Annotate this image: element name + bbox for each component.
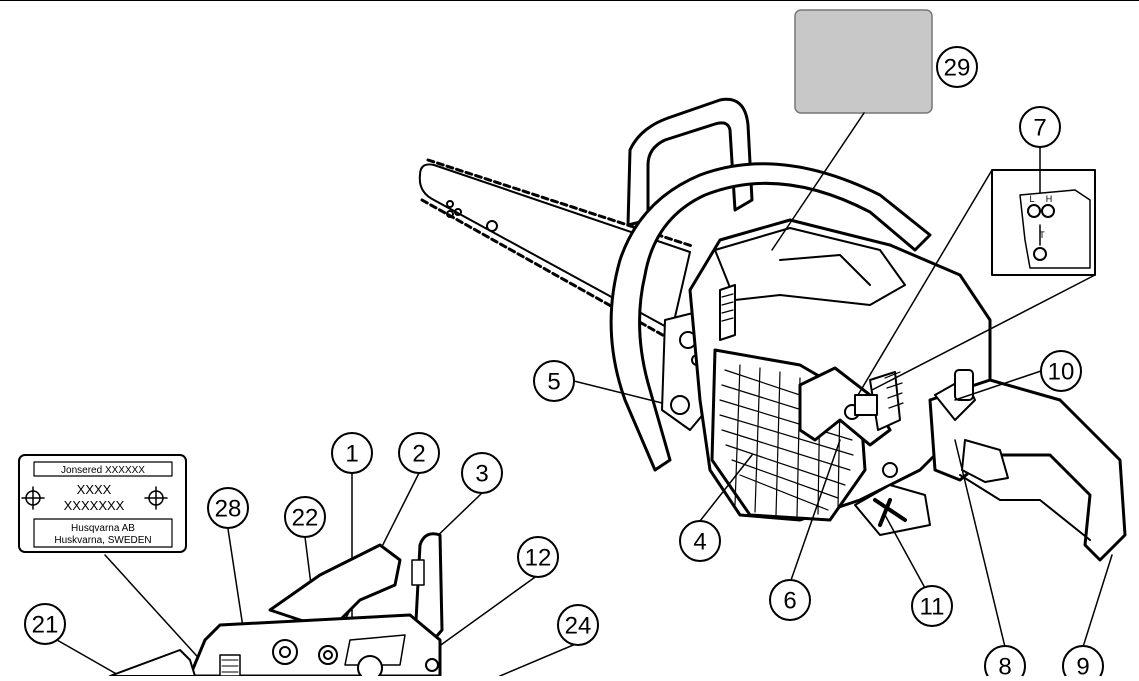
plate-code-line-2: XXXXXXX <box>64 498 125 513</box>
throttle-lock <box>954 369 974 401</box>
plate-maker-line-1: Husqvarna AB <box>71 523 135 534</box>
callout-circle <box>284 496 326 538</box>
callout-number: 9 <box>1076 654 1089 677</box>
screw-l-label: L <box>1029 194 1034 204</box>
callout-number: 21 <box>32 612 59 639</box>
bar-nut <box>670 395 690 415</box>
callout-29: 29 <box>936 46 978 88</box>
carburettor-detail-inset: L H T <box>991 169 1096 276</box>
callout-10: 10 <box>1040 350 1082 392</box>
top-border-line <box>0 0 1139 1</box>
callout-1: 1 <box>331 432 373 474</box>
air-intake-grille <box>719 364 854 517</box>
callout-circle <box>679 520 721 562</box>
callout-21: 21 <box>24 603 66 645</box>
callout-circle <box>1019 106 1061 148</box>
callout-11: 11 <box>911 585 953 627</box>
callout-circle <box>398 432 440 474</box>
callout-circle <box>517 536 559 578</box>
callout-28: 28 <box>207 487 249 529</box>
callout-24: 24 <box>557 604 599 646</box>
plate-code-line-1: XXXX <box>77 482 112 497</box>
callout-circle <box>1062 645 1104 681</box>
callout-6: 6 <box>769 579 811 621</box>
front-handle-bar <box>609 162 932 472</box>
callout-circle <box>911 585 953 627</box>
callout-circle <box>24 603 66 645</box>
rating-plate: Jonsered XXXXXX XXXX XXXXXXX Husqvarna A… <box>18 454 187 553</box>
callout-number: 1 <box>345 441 358 468</box>
callout-circle <box>936 46 978 88</box>
callout-number: 8 <box>998 654 1011 677</box>
callout-number: 28 <box>215 496 242 523</box>
callout-number: 5 <box>547 369 560 396</box>
front-handle <box>626 97 754 227</box>
callout-circle <box>557 604 599 646</box>
screw-t-label: T <box>1039 230 1045 240</box>
screw-l <box>1027 204 1041 218</box>
callout-circle <box>984 645 1026 681</box>
callout-8: 8 <box>984 645 1026 681</box>
callout-circle <box>461 452 503 494</box>
screw-h <box>1041 204 1055 218</box>
callout-number: 10 <box>1048 359 1075 386</box>
lower-rear-end <box>109 649 196 677</box>
plate-maker-line-2: Huskvarna, SWEDEN <box>54 535 151 546</box>
callout-number: 12 <box>525 545 552 572</box>
rear-handle <box>928 378 1127 562</box>
throttle-trigger <box>961 439 1009 483</box>
callout-number: 22 <box>292 505 319 532</box>
callout-7: 7 <box>1019 106 1061 148</box>
callout-9: 9 <box>1062 645 1104 681</box>
callout-circle <box>1040 350 1082 392</box>
callout-number: 4 <box>693 529 706 556</box>
callout-number: 24 <box>565 613 592 640</box>
label-panel <box>794 9 933 114</box>
callout-number: 6 <box>783 588 796 615</box>
callout-number: 3 <box>475 461 488 488</box>
callout-3: 3 <box>461 452 503 494</box>
callout-5: 5 <box>533 360 575 402</box>
callout-number: 11 <box>920 594 945 621</box>
callout-number: 2 <box>412 441 425 468</box>
screw-h-label: H <box>1046 194 1053 204</box>
screw-t <box>1033 247 1047 261</box>
callout-2: 2 <box>398 432 440 474</box>
callout-circle <box>207 487 249 529</box>
chainsaw-lower-view <box>109 532 444 681</box>
plate-model-line: Jonsered XXXXXX <box>61 465 145 476</box>
starter-handle <box>798 366 892 447</box>
callout-circle <box>533 360 575 402</box>
callout-number: 7 <box>1033 115 1046 142</box>
chainsaw-main-view <box>418 97 1127 562</box>
callout-4: 4 <box>679 520 721 562</box>
callout-22: 22 <box>284 496 326 538</box>
callout-circle <box>331 432 373 474</box>
callout-number: 29 <box>944 55 971 82</box>
callout-12: 12 <box>517 536 559 578</box>
cylinder-cover <box>714 227 906 306</box>
callout-circle <box>769 579 811 621</box>
bar-hole <box>446 200 454 208</box>
